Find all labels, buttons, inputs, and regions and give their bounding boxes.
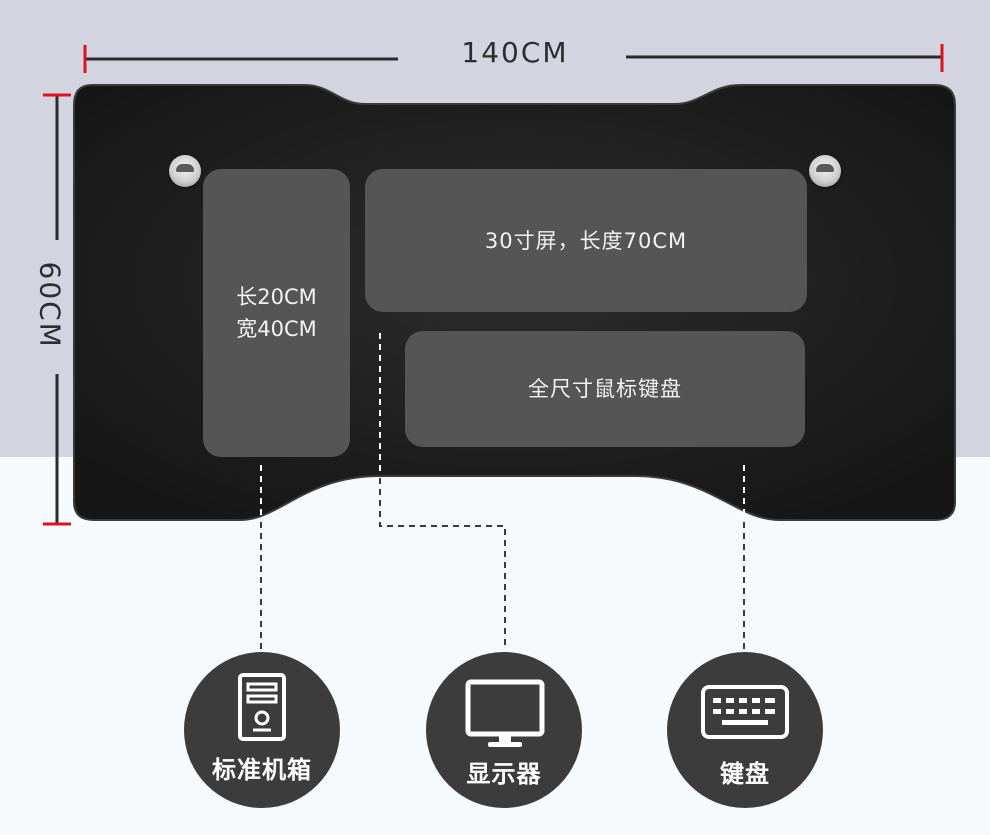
keyboard-zone: 全尺寸鼠标键盘	[405, 331, 805, 447]
height-dimension-label: 60CM	[33, 261, 67, 349]
keyboard-label: 键盘	[720, 760, 770, 788]
pc-case-zone-length: 长20CM	[236, 285, 317, 309]
monitor-zone: 30寸屏，长度70CM	[365, 169, 807, 312]
width-dimension-label: 140CM	[461, 36, 569, 69]
pc-case-zone-width: 宽40CM	[236, 317, 317, 341]
keyboard-icon	[701, 685, 789, 739]
monitor-label: 显示器	[466, 760, 542, 788]
cable-grommet-icon	[809, 155, 841, 187]
keyboard-zone-label: 全尺寸鼠标键盘	[528, 377, 682, 401]
pc-case-zone: 长20CM 宽40CM	[203, 169, 350, 457]
cable-grommet-icon	[169, 155, 201, 187]
keyboard-badge: 键盘	[667, 652, 823, 808]
monitor-connector	[379, 478, 506, 650]
pc-case-badge: 标准机箱	[184, 652, 340, 808]
monitor-badge: 显示器	[426, 652, 582, 808]
pc-case-label: 标准机箱	[212, 756, 312, 784]
monitor-icon	[465, 679, 545, 747]
monitor-zone-label: 30寸屏，长度70CM	[484, 228, 688, 253]
pc-case-icon	[238, 673, 286, 741]
